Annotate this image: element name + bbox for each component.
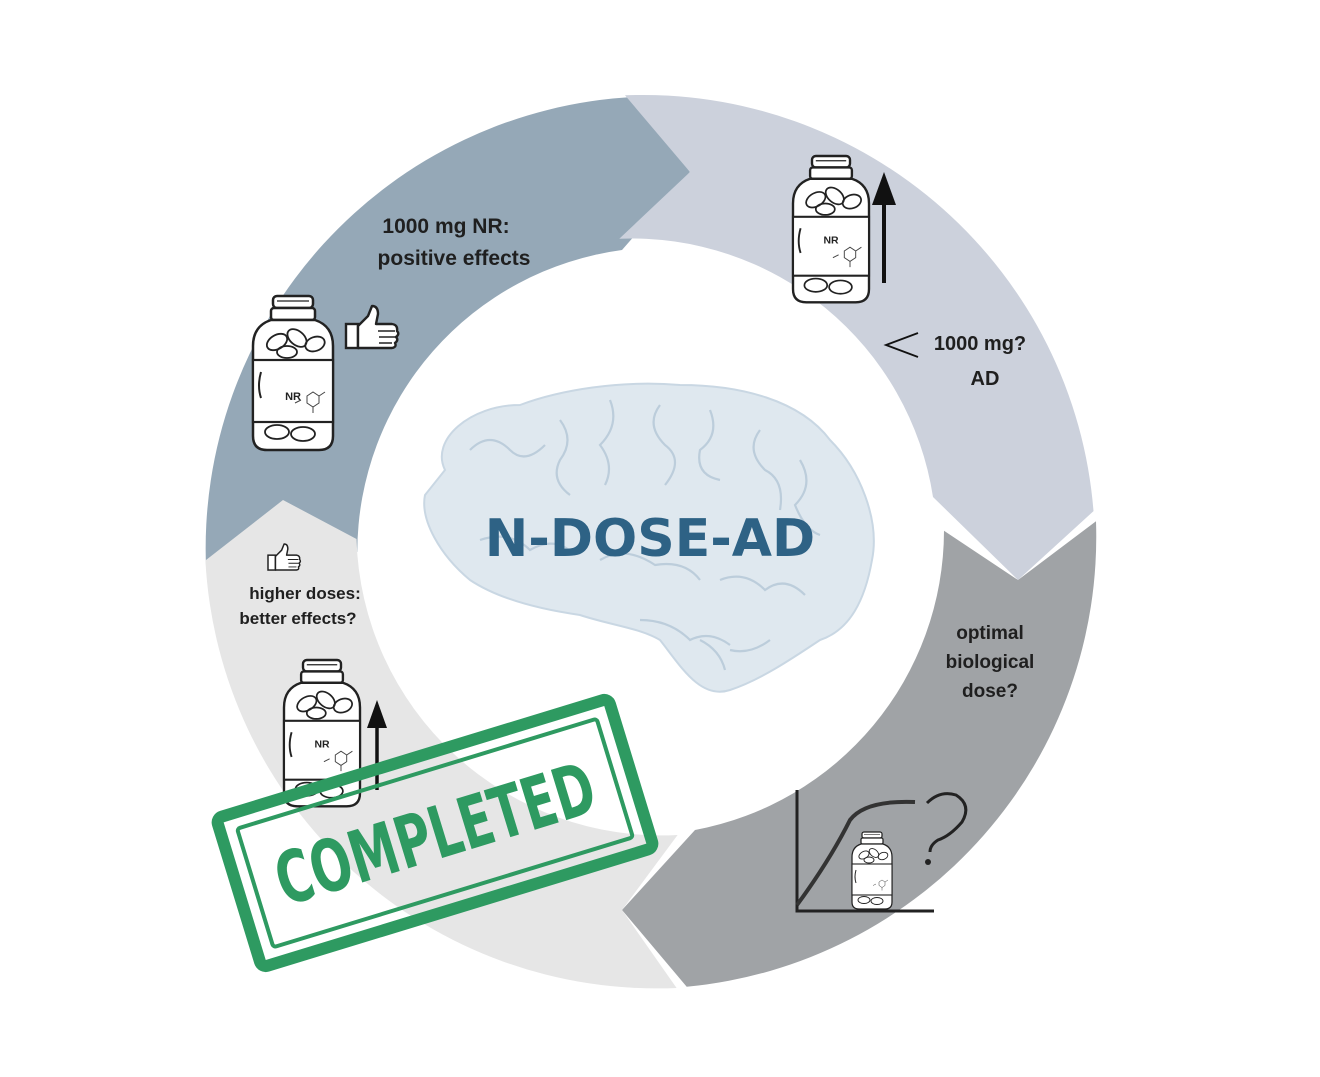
segment-3-label-line-3: dose? — [962, 681, 1018, 702]
less-than-icon — [883, 332, 919, 358]
question-mark-icon — [925, 792, 968, 865]
pill-bottle-icon: NR — [791, 154, 871, 304]
segment-2-arrow — [619, 94, 1094, 581]
diagram-title: N-DOSE-AD — [485, 509, 815, 569]
segment-2-label-line-2: AD — [971, 368, 1000, 390]
bottle-label: NR — [314, 739, 330, 750]
dose-response-curve-icon — [795, 790, 934, 913]
segment-4-label-line-1: higher doses: — [249, 584, 360, 603]
segment-3-label-line-2: biological — [946, 652, 1035, 673]
segment-1-label-line-1: 1000 mg NR: — [382, 215, 509, 238]
brain-illustration — [423, 382, 875, 693]
pill-bottle-icon: NR — [251, 294, 335, 452]
segment-4-label-line-2: better effects? — [239, 609, 356, 628]
segment-1-label-line-2: positive effects — [378, 247, 531, 270]
segment-3-label-line-1: optimal — [956, 623, 1024, 644]
segment-1-arrow — [205, 96, 690, 569]
bottle-label: NR — [285, 391, 301, 403]
up-arrow-icon — [367, 700, 387, 790]
bottle-label: NR — [823, 235, 839, 246]
pill-bottle-icon: NR — [282, 658, 362, 808]
segment-2-label-line-1: 1000 mg? — [934, 333, 1026, 355]
up-arrow-icon — [872, 172, 896, 283]
segment-3-arrow — [622, 521, 1097, 987]
